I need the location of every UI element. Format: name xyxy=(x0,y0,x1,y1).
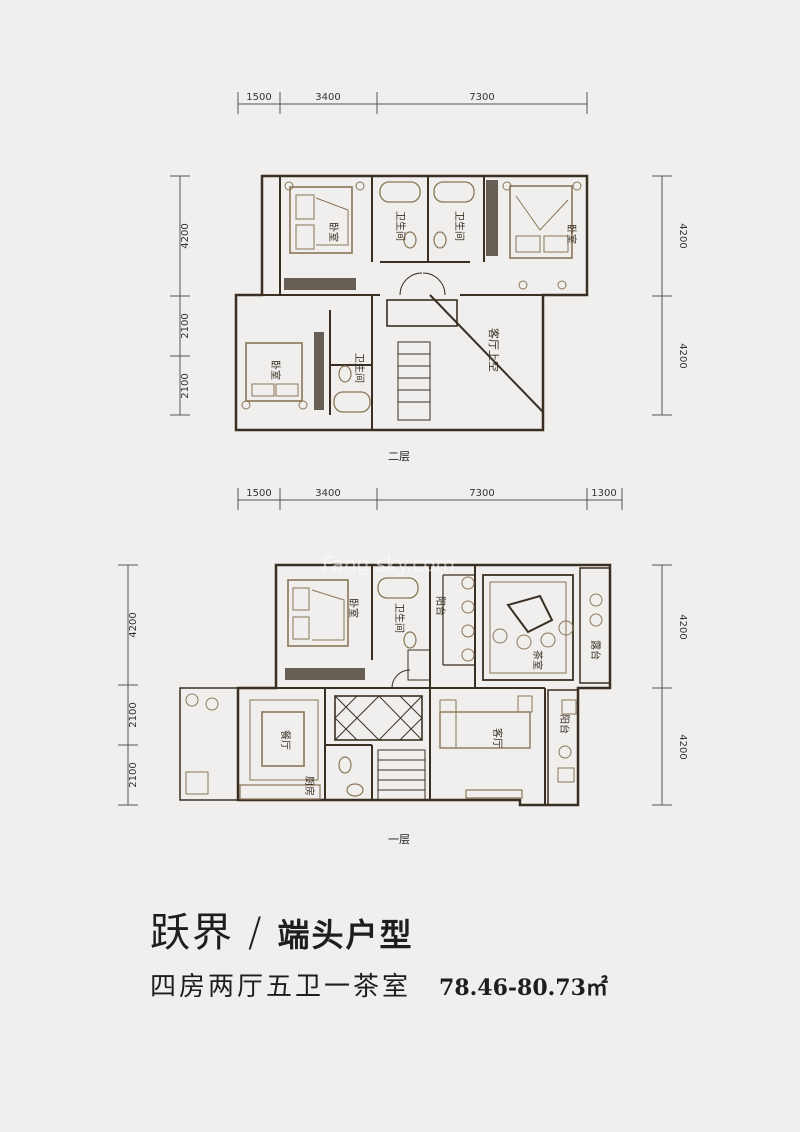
upper-floor-label: 二层 xyxy=(388,450,410,463)
upper-room-bath-c: 卫生间 xyxy=(353,353,366,383)
upper-wardrobe-c xyxy=(314,332,324,410)
upper-inner-walls xyxy=(262,176,544,430)
upper-bed-c xyxy=(245,342,303,402)
upper-floor-plan xyxy=(234,174,589,432)
watermark: Fang sky.com xyxy=(322,552,455,576)
upper-room-bedroom-c: 卧室 xyxy=(269,360,282,380)
upper-dim-top-3: 7300 xyxy=(469,92,494,103)
lower-wardrobe xyxy=(285,668,365,680)
lower-outer-wall xyxy=(236,563,612,807)
lower-bed xyxy=(287,579,349,647)
title-block: 跃界 / 端头户型 四房两厅五卫一茶室 78.46-80.73㎡ xyxy=(150,900,710,1003)
area-range: 78.46-80.73㎡ xyxy=(439,975,608,1001)
upper-wardrobe-a xyxy=(284,278,356,290)
title-sub: 端头户型 xyxy=(277,916,414,954)
lower-dim-left-1: 4200 xyxy=(128,612,139,637)
lower-floor-plan xyxy=(179,563,612,807)
upper-room-bath-a: 卫生间 xyxy=(394,211,407,241)
upper-room-void: 客厅上空 xyxy=(487,328,501,372)
lower-room-living: 客厅 xyxy=(491,728,504,748)
lower-room-terrace: 露台 xyxy=(589,640,602,660)
upper-dim-top-2: 3400 xyxy=(315,92,340,103)
title-line: 跃界 / 端头户型 xyxy=(150,900,710,958)
lower-stair xyxy=(377,749,426,801)
upper-bed-b xyxy=(509,185,573,259)
lower-dim-top-4: 1300 xyxy=(591,488,616,499)
upper-room-bedroom-b: 卧室 xyxy=(565,224,578,244)
lower-kitchen-counter xyxy=(239,784,321,800)
upper-corridor xyxy=(386,299,458,327)
upper-wardrobe-b xyxy=(486,180,498,256)
lower-dim-top-2: 3400 xyxy=(315,488,340,499)
lower-dim-right-1: 4200 xyxy=(677,614,688,639)
description-line: 四房两厅五卫一茶室 78.46-80.73㎡ xyxy=(150,966,710,1003)
lower-floor-label: 一层 xyxy=(388,833,410,846)
lower-room-bedroom: 卧室 xyxy=(347,598,360,618)
lower-dining-table xyxy=(261,711,305,767)
upper-dim-left-1: 4200 xyxy=(180,223,191,248)
lower-room-balcony-a: 阳台 xyxy=(434,596,447,616)
upper-dim-right-2: 4200 xyxy=(677,343,688,368)
lower-room-tea: 茶室 xyxy=(531,650,544,670)
upper-room-bedroom-a: 卧室 xyxy=(327,222,340,242)
lower-inner-walls xyxy=(237,565,546,805)
lower-dim-right-2: 4200 xyxy=(677,734,688,759)
layout-description: 四房两厅五卫一茶室 xyxy=(150,972,412,1002)
upper-dim-left-2: 2100 xyxy=(180,313,191,338)
lower-dim-top-3: 7300 xyxy=(469,488,494,499)
lower-room-balcony-b: 阳台 xyxy=(558,714,571,734)
upper-dimensions xyxy=(170,92,672,416)
upper-outer-wall xyxy=(234,174,589,432)
lower-sofa xyxy=(439,711,531,749)
upper-room-bath-b: 卫生间 xyxy=(453,211,466,241)
lower-dim-left-2: 2100 xyxy=(128,702,139,727)
title-main: 跃界 xyxy=(150,910,234,956)
upper-dim-left-3: 2100 xyxy=(180,373,191,398)
lower-room-dining: 餐厅 xyxy=(279,730,292,750)
title-slash: / xyxy=(248,910,264,956)
lower-balcony-b xyxy=(547,689,579,806)
upper-bed-a xyxy=(289,186,353,254)
lower-side-terrace xyxy=(179,687,239,801)
lower-room-kitchen: 厨房 xyxy=(303,776,316,796)
upper-dim-right-1: 4200 xyxy=(677,223,688,248)
tea-table xyxy=(506,594,554,634)
lower-lightwell xyxy=(334,695,423,741)
lower-room-bath: 卫生间 xyxy=(393,603,406,633)
lower-terrace-right xyxy=(579,567,611,684)
lower-dim-top-1: 1500 xyxy=(246,488,271,499)
upper-stair xyxy=(397,341,431,421)
upper-dim-top-1: 1500 xyxy=(246,92,271,103)
lower-tv-cabinet xyxy=(465,789,523,799)
lower-dimensions xyxy=(118,488,672,806)
lower-dim-left-3: 2100 xyxy=(128,762,139,787)
